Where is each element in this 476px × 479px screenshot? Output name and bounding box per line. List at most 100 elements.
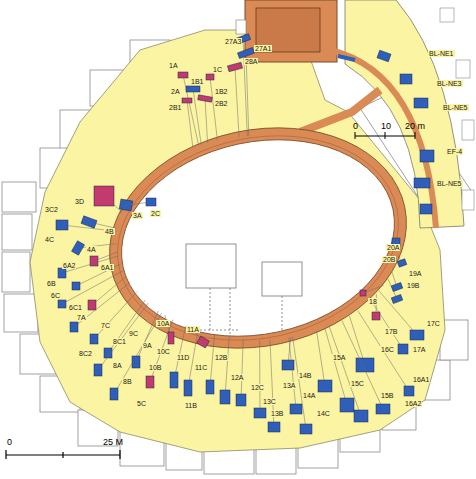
beamline-label: 11B — [184, 402, 198, 409]
beamline-label: 8B — [122, 378, 133, 385]
beamline-label: 1B1 — [190, 78, 204, 85]
hutch — [420, 204, 432, 214]
scale-label: 25 M — [102, 438, 124, 447]
hutch-group — [56, 34, 434, 434]
beamline-label: 3D — [74, 198, 85, 205]
beamline — [98, 303, 148, 370]
beamline-label: BL-NE3 — [436, 80, 463, 87]
hutch — [110, 388, 118, 400]
beamline — [225, 338, 229, 397]
scale-bar — [6, 450, 120, 459]
scale-label: 0 — [6, 438, 13, 447]
hutch — [90, 334, 98, 344]
hutch — [56, 220, 68, 230]
hutch — [236, 394, 246, 406]
hutch — [146, 198, 156, 206]
beamline-label: 18 — [368, 298, 378, 305]
beamline-label: 16A2 — [404, 400, 422, 407]
beamline — [108, 300, 145, 353]
beamline-label: 19A — [408, 270, 422, 277]
beamline-label: 14C — [316, 410, 331, 417]
hutch — [198, 95, 213, 102]
beamline-label: 28A — [244, 58, 258, 65]
beamline-label: 10A — [156, 320, 170, 327]
scale-label: 0 — [352, 122, 359, 131]
beamline-label: 17B — [384, 328, 398, 335]
hutch — [391, 282, 402, 291]
beamline — [358, 311, 409, 391]
beamline-label: 12A — [230, 374, 244, 381]
hutch — [146, 376, 154, 388]
hutch — [220, 390, 230, 404]
beamline-label: 15B — [380, 392, 394, 399]
hutch — [186, 86, 200, 92]
beamline — [241, 339, 243, 400]
beamline — [150, 320, 173, 382]
beamline — [317, 331, 325, 386]
beamline-label: 4A — [86, 246, 97, 253]
hutch — [81, 216, 97, 228]
beamline-label: 8C1 — [112, 338, 127, 345]
inset-scale-bar — [355, 132, 415, 139]
hutch — [404, 386, 414, 396]
hutch — [300, 424, 312, 434]
scale-label: 10 — [380, 122, 392, 131]
hutch — [414, 178, 430, 188]
beamline-label: 13B — [270, 410, 284, 417]
beamline-label: 12B — [214, 354, 228, 361]
beamline-label: 16A1 — [412, 376, 430, 383]
hutch — [58, 268, 66, 278]
beamline-label: 7A — [76, 314, 87, 321]
beamline-label: 6C — [50, 292, 61, 299]
hutch — [410, 330, 424, 340]
beamline-label: 27A3 — [224, 38, 242, 45]
hutch — [168, 332, 174, 344]
beamline — [114, 313, 162, 394]
hutch — [184, 380, 192, 396]
beamline-label: 11A — [186, 326, 200, 333]
beamline-label: 14A — [302, 392, 316, 399]
beamline — [76, 264, 121, 286]
hutch — [354, 410, 368, 422]
hutch — [414, 98, 428, 108]
scale-label: 20 m — [404, 122, 426, 131]
beamline — [62, 256, 118, 273]
beamline-label: 8C2 — [78, 350, 93, 357]
hutch — [290, 404, 302, 414]
beamline-label: 16C — [380, 346, 395, 353]
hutch — [88, 300, 96, 310]
beamline — [235, 67, 239, 137]
beamline — [246, 53, 249, 136]
beamline-label: 4C — [44, 236, 55, 243]
beamline-label: 1B2 — [214, 88, 228, 95]
beamline-label: 27A1 — [254, 45, 272, 52]
beamline-label: 6A2 — [62, 262, 76, 269]
hutch — [377, 50, 391, 62]
interior-buildings — [186, 244, 302, 340]
beamline-label: 15C — [350, 380, 365, 387]
storage-ring — [89, 101, 427, 375]
beamline — [210, 77, 217, 140]
hutch — [372, 312, 380, 320]
beamline-label: 2A — [170, 88, 181, 95]
beamline — [379, 291, 417, 335]
transport-line — [300, 90, 380, 132]
hutch — [400, 74, 412, 84]
beamline — [349, 316, 365, 365]
hutch — [197, 336, 210, 348]
hutch — [90, 256, 98, 266]
beamline — [342, 320, 383, 409]
hutch — [70, 322, 78, 332]
beamline — [371, 300, 403, 349]
hutch — [282, 360, 294, 370]
beamline-label: 6A1 — [100, 264, 114, 271]
hutch — [72, 241, 85, 255]
beamline-label: EF-4 — [446, 148, 463, 155]
beamline-label: 10B — [148, 364, 162, 371]
beamline-label: 1C — [212, 66, 223, 73]
beamline — [289, 338, 296, 409]
beamline-label: 19B — [406, 282, 420, 289]
beamline-label: 11C — [194, 364, 208, 371]
hutch — [132, 356, 140, 368]
beamline-label: 17C — [426, 320, 441, 327]
